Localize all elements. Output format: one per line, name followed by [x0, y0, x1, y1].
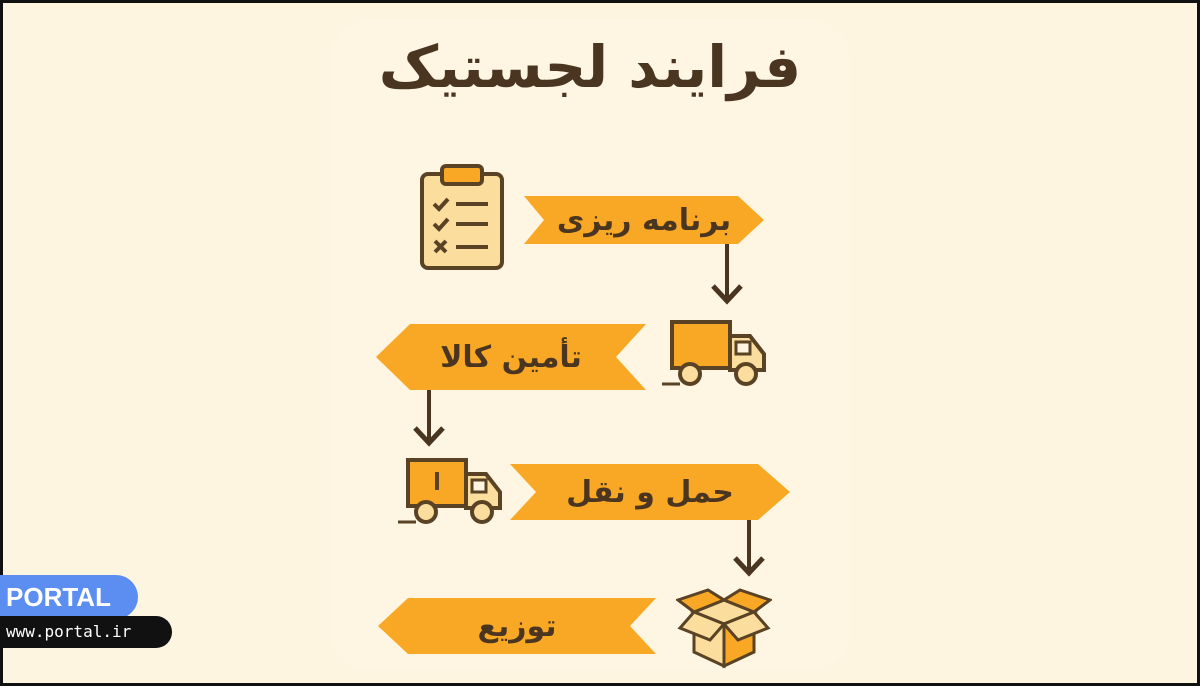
- step-label-planning: برنامه ریزی: [556, 202, 732, 238]
- step-banner-distribution: توزیع: [378, 598, 656, 654]
- open-box-icon: [674, 586, 774, 670]
- flow-arrow-down-2: [412, 390, 446, 448]
- step-label-distribution: توزیع: [477, 608, 557, 644]
- step-label-procurement: تأمین کالا: [440, 339, 582, 375]
- step-banner-planning: برنامه ریزی: [524, 196, 764, 244]
- flow-arrow-down-1: [710, 244, 744, 306]
- step-label-transportation: حمل و نقل: [566, 474, 734, 510]
- diagram-title: فرایند لجستیک: [378, 33, 802, 101]
- delivery-truck-icon: [660, 318, 768, 390]
- step-banner-procurement: تأمین کالا: [376, 324, 646, 390]
- portal-logo-badge: PORTAL: [0, 575, 138, 619]
- flow-arrow-down-3: [732, 520, 766, 578]
- delivery-truck-icon: [396, 456, 504, 528]
- clipboard-checklist-icon: [418, 162, 506, 272]
- step-banner-transportation: حمل و نقل: [510, 464, 790, 520]
- portal-url-badge: www.portal.ir: [0, 616, 172, 648]
